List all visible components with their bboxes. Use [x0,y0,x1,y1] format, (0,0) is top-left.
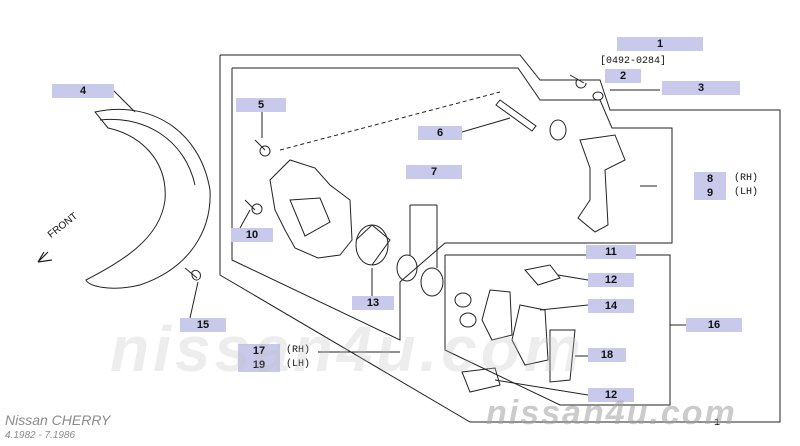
dashed-guide [279,91,501,151]
pin-drawing [495,99,537,132]
bracket-drawing [577,134,626,233]
production-period: 4.1982 - 7.1986 [5,430,76,441]
callout-11[interactable]: 11 [586,245,636,259]
callout-17[interactable]: 17 [238,344,280,358]
callout-2[interactable]: 2 [605,69,641,83]
callout-7[interactable]: 7 [406,165,462,179]
clip-bottom-drawing [461,367,501,393]
callout-6[interactable]: 6 [418,126,462,140]
callout-19[interactable]: 19 [238,358,280,372]
clip-top-drawing [524,264,561,286]
callout-9[interactable]: 9 [694,186,726,200]
callout-14[interactable]: 14 [588,299,634,313]
callout-15[interactable]: 15 [180,318,226,332]
page-number: 1 [714,418,721,429]
seal-1-drawing [396,254,418,282]
lh-label-19: (LH) [286,359,311,370]
callout-16[interactable]: 16 [686,318,742,332]
callout-3[interactable]: 3 [662,81,740,95]
callout-5[interactable]: 5 [236,98,286,112]
callout-18[interactable]: 18 [588,348,626,362]
dust-shield-drawing [85,108,211,289]
bolt-15-drawing [184,267,201,281]
outer-frame [219,54,781,423]
front-arrow-drawing [37,251,53,263]
serial-range-text: [0492-0284] [600,56,667,67]
piston-drawing [355,224,389,266]
seal-2-drawing [420,267,444,297]
model-name: Nissan CHERRY [5,412,111,428]
rh-label-8: (RH) [734,173,759,184]
callout-12-top[interactable]: 12 [588,273,634,287]
callout-8[interactable]: 8 [694,172,726,186]
lh-label-9: (LH) [734,187,759,198]
shim-drawing [549,329,576,383]
callout-12-bottom[interactable]: 12 [588,388,634,402]
caliper-drawing [269,159,353,259]
callout-4[interactable]: 4 [52,84,114,98]
pad-2-drawing [511,304,549,366]
watermark-small: nissan4u.com [486,394,737,432]
rh-label-17: (RH) [286,345,311,356]
callout-10[interactable]: 10 [231,228,273,242]
inner-frame [231,67,673,341]
watermark-large: nissan4u.com [110,313,585,385]
callout-13[interactable]: 13 [352,296,394,310]
callout-1[interactable]: 1 [617,37,703,51]
pad-1-drawing [481,289,513,341]
